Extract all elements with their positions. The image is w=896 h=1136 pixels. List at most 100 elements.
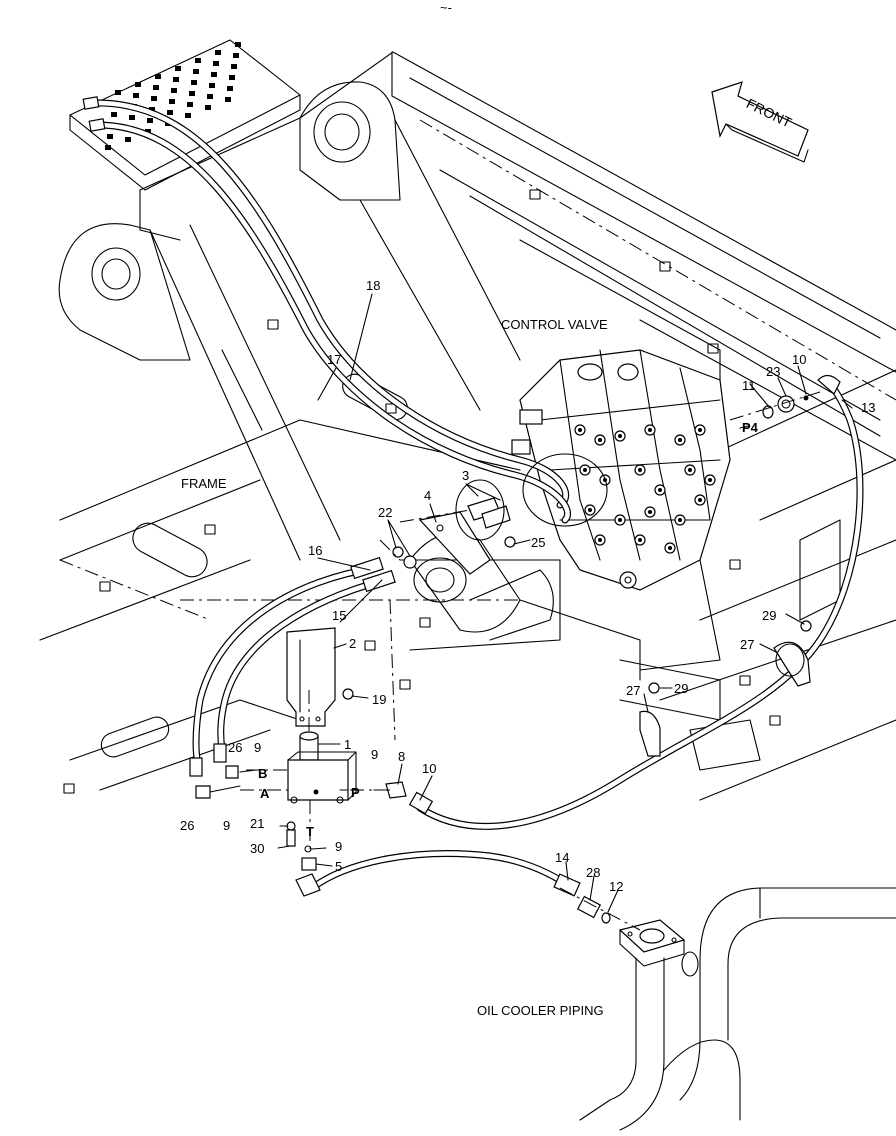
valve-bolt-center bbox=[668, 546, 672, 550]
callout-4: 4 bbox=[424, 488, 431, 503]
valve-bolt-center bbox=[618, 518, 622, 522]
callout-26b: 26 bbox=[180, 818, 194, 833]
valve-bolt-center bbox=[618, 434, 622, 438]
grating-square bbox=[111, 112, 117, 117]
callout-3: 3 bbox=[462, 468, 469, 483]
bracket-4-fittings bbox=[379, 479, 516, 575]
grating-square bbox=[153, 85, 159, 90]
valve-bolt-center bbox=[598, 438, 602, 442]
header-mark: ~- bbox=[440, 0, 452, 15]
callout-19: 19 bbox=[372, 692, 386, 707]
callout-1: 1 bbox=[344, 737, 351, 752]
valve-bolt-center bbox=[678, 518, 682, 522]
grating-square bbox=[209, 83, 215, 88]
p4-fittings bbox=[729, 391, 821, 421]
front-arrow: FRONT bbox=[711, 81, 809, 163]
grating-square bbox=[175, 66, 181, 71]
grating-square bbox=[133, 93, 139, 98]
callout-9d: 9 bbox=[335, 839, 342, 854]
callout-25: 25 bbox=[531, 535, 545, 550]
valve-bolt-center bbox=[598, 538, 602, 542]
hose-14 bbox=[295, 850, 581, 897]
valve-bolt-center bbox=[688, 468, 692, 472]
grating-square bbox=[229, 75, 235, 80]
grating-square bbox=[195, 58, 201, 63]
grating-square bbox=[205, 105, 211, 110]
control-valve-label: CONTROL VALVE bbox=[501, 317, 608, 332]
callout-14: 14 bbox=[555, 850, 569, 865]
grating-square bbox=[149, 107, 155, 112]
valve-bolt-center bbox=[583, 468, 587, 472]
grating-square bbox=[115, 90, 121, 95]
callout-28: 28 bbox=[586, 865, 600, 880]
grating-square bbox=[135, 82, 141, 87]
grating-square bbox=[193, 69, 199, 74]
small-bosses bbox=[63, 189, 781, 794]
grating-square bbox=[225, 97, 231, 102]
grating-square bbox=[233, 53, 239, 58]
valve-bolt-center bbox=[658, 488, 662, 492]
callout-17: 17 bbox=[327, 352, 341, 367]
leader-lines bbox=[209, 293, 853, 913]
valve-bolt-center bbox=[638, 468, 642, 472]
callout-27a: 27 bbox=[740, 637, 754, 652]
callout-26a: 26 bbox=[228, 740, 242, 755]
hoses-15-16 bbox=[189, 556, 396, 777]
grating-square bbox=[191, 80, 197, 85]
callout-23: 23 bbox=[766, 364, 780, 379]
callout-8: 8 bbox=[398, 749, 405, 764]
grating-square bbox=[207, 94, 213, 99]
port-b-label: B bbox=[258, 766, 267, 781]
callout-9b: 9 bbox=[371, 747, 378, 762]
grating-square bbox=[215, 50, 221, 55]
valve-bolt-center bbox=[638, 538, 642, 542]
callout-10a: 10 bbox=[422, 761, 436, 776]
grating-square bbox=[129, 115, 135, 120]
callout-15: 15 bbox=[332, 608, 346, 623]
callout-5: 5 bbox=[335, 859, 342, 874]
valve-bolt-center bbox=[708, 478, 712, 482]
text-labels: ~- CONTROL VALVE FRAME OIL COOLER PIPING… bbox=[180, 0, 875, 1018]
oil-cooler-piping-label: OIL COOLER PIPING bbox=[477, 1003, 604, 1018]
grating-square bbox=[185, 113, 191, 118]
grating-square bbox=[125, 137, 131, 142]
grating-square bbox=[151, 96, 157, 101]
callout-16: 16 bbox=[308, 543, 322, 558]
grating-square bbox=[235, 42, 241, 47]
grating-square bbox=[173, 77, 179, 82]
valve-bolt-center bbox=[698, 428, 702, 432]
grating-square bbox=[169, 99, 175, 104]
callout-22: 22 bbox=[378, 505, 392, 520]
callout-18: 18 bbox=[366, 278, 380, 293]
grating-square bbox=[213, 61, 219, 66]
control-valve bbox=[511, 349, 731, 591]
port-a-label: A bbox=[260, 786, 270, 801]
solenoid-valve-block bbox=[195, 599, 407, 871]
callout-27b: 27 bbox=[626, 683, 640, 698]
grating-square bbox=[189, 91, 195, 96]
valve-bolt-center bbox=[578, 428, 582, 432]
control-valve-bolts bbox=[574, 424, 716, 554]
grating-square bbox=[231, 64, 237, 69]
step-grating bbox=[105, 42, 241, 150]
port-p4-label: P4 bbox=[742, 420, 759, 435]
callout-29a: 29 bbox=[762, 608, 776, 623]
frame-label: FRAME bbox=[181, 476, 227, 491]
callout-10b: 10 bbox=[792, 352, 806, 367]
frame-structure bbox=[39, 39, 896, 801]
callout-9c: 9 bbox=[223, 818, 230, 833]
hose-clamps bbox=[639, 620, 812, 757]
callout-21: 21 bbox=[250, 816, 264, 831]
callout-30: 30 bbox=[250, 841, 264, 856]
callout-12: 12 bbox=[609, 879, 623, 894]
hoses-17-18 bbox=[82, 96, 608, 527]
callout-13: 13 bbox=[861, 400, 875, 415]
callout-11: 11 bbox=[742, 378, 756, 393]
grating-square bbox=[227, 86, 233, 91]
valve-bolt-center bbox=[588, 508, 592, 512]
oil-cooler-piping bbox=[559, 887, 896, 1131]
grating-square bbox=[171, 88, 177, 93]
grating-square bbox=[167, 110, 173, 115]
valve-bolt-center bbox=[698, 498, 702, 502]
